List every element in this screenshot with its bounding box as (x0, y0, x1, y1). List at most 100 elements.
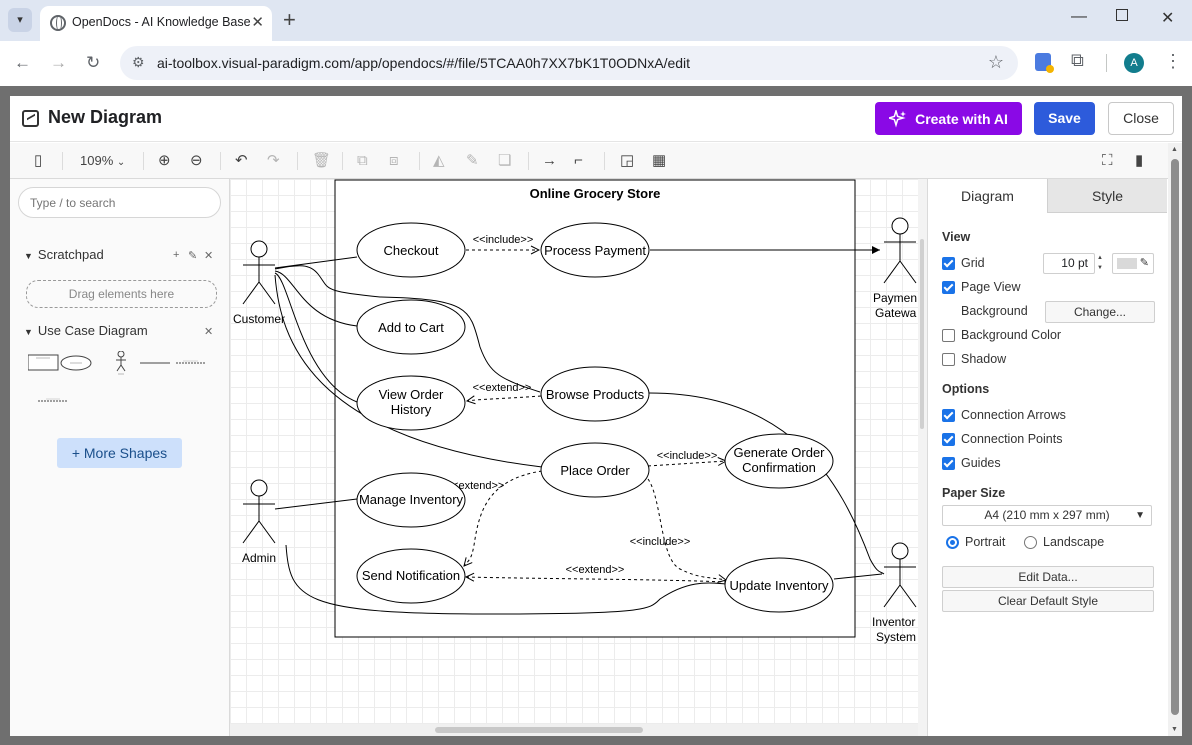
shape-search-input[interactable] (18, 187, 221, 218)
use-case-section-header[interactable]: ▼Use Case Diagram (24, 323, 148, 338)
actor-customer[interactable] (242, 240, 276, 305)
toggle-format-panel-icon[interactable]: ▮ (1135, 152, 1144, 169)
use-case-send-notification[interactable]: Send Notification (356, 548, 466, 604)
puzzle-icon[interactable]: ⧉ (1071, 50, 1084, 70)
new-tab-icon[interactable]: + (283, 7, 296, 32)
extend-shape[interactable] (38, 398, 68, 402)
include-shape[interactable] (176, 360, 206, 364)
grid-option[interactable]: Grid (942, 256, 985, 270)
extension-icon[interactable] (1035, 53, 1054, 73)
shapes-icon[interactable]: ◲ (620, 152, 635, 169)
reload-icon[interactable]: ↻ (86, 53, 101, 72)
bookmark-star-icon[interactable]: ☆ (987, 52, 1004, 72)
toggle-sidebar-icon[interactable]: ▯ (34, 152, 43, 169)
window-close-icon[interactable]: ✕ (1161, 10, 1175, 27)
table-icon[interactable]: ▦ (652, 152, 667, 169)
to-front-icon[interactable]: ⧉ (357, 152, 368, 169)
close-icon[interactable]: ✕ (204, 250, 214, 262)
diagram-canvas[interactable]: Online Grocery Store (230, 179, 918, 724)
shadow-checkbox[interactable] (942, 352, 955, 366)
grid-checkbox[interactable] (942, 256, 955, 270)
landscape-option[interactable]: Landscape (1024, 535, 1104, 549)
site-settings-icon[interactable]: ⚙ (132, 54, 145, 70)
actor-inventory-system[interactable] (883, 542, 917, 608)
grid-size-input[interactable]: 10 pt (1043, 253, 1095, 274)
tab-diagram[interactable]: Diagram (928, 179, 1047, 213)
actor-shape[interactable] (116, 351, 126, 375)
use-case-checkout[interactable]: Checkout (356, 222, 466, 278)
association-admin-manage[interactable] (274, 498, 358, 510)
scroll-down-icon[interactable]: ▼ (1171, 726, 1178, 733)
to-back-icon[interactable]: ⧈ (389, 152, 399, 169)
edit-icon[interactable]: ✎ (188, 250, 198, 262)
create-with-ai-button[interactable]: Create with AI (875, 102, 1022, 135)
browser-tab[interactable]: OpenDocs - AI Knowledge Base ✕ (40, 6, 272, 41)
maximize-icon[interactable] (1116, 9, 1128, 21)
extend-place-notification[interactable] (464, 470, 543, 566)
system-boundary-shape[interactable] (28, 354, 59, 371)
page-view-option[interactable]: Page View (942, 280, 1021, 294)
use-case-browse-products[interactable]: Browse Products (540, 366, 650, 422)
back-icon[interactable]: ← (14, 53, 31, 72)
redo-icon[interactable]: ↷ (267, 152, 280, 169)
actor-payment-gateway[interactable] (883, 217, 917, 284)
save-button[interactable]: Save (1034, 102, 1095, 135)
scroll-up-icon[interactable]: ▲ (1171, 146, 1178, 153)
extend-update-notification[interactable] (466, 577, 728, 583)
association-admin-update[interactable] (285, 544, 728, 615)
landscape-radio[interactable] (1024, 535, 1037, 549)
shadow-icon[interactable]: ❏ (498, 152, 512, 169)
use-case-update-inventory[interactable]: Update Inventory (724, 557, 834, 613)
fill-color-icon[interactable]: ◭ (433, 152, 445, 169)
tab-close-icon[interactable]: ✕ (251, 14, 264, 31)
close-icon[interactable]: ✕ (204, 326, 214, 338)
association-customer-cart[interactable] (274, 270, 358, 327)
scrollbar-thumb[interactable] (1171, 159, 1179, 715)
portrait-option[interactable]: Portrait (946, 535, 1005, 549)
minimize-icon[interactable]: — (1071, 8, 1087, 25)
scrollbar-thumb[interactable] (920, 239, 924, 429)
undo-icon[interactable]: ↶ (235, 152, 248, 169)
tab-search-chevron-icon[interactable]: ▾ (8, 8, 32, 32)
background-color-checkbox[interactable] (942, 328, 955, 342)
association-update-inventory-system[interactable] (833, 573, 883, 580)
guides-checkbox[interactable] (942, 456, 955, 470)
use-case-shape[interactable] (60, 355, 92, 371)
more-shapes-button[interactable]: + More Shapes (57, 438, 182, 468)
paper-size-select[interactable]: A4 (210 mm x 297 mm) ▼ (942, 505, 1152, 526)
grid-size-stepper[interactable]: ▲▼ (1097, 255, 1103, 271)
include-place-generate[interactable] (647, 461, 726, 467)
use-case-generate-confirmation[interactable]: Generate Order Confirmation (724, 433, 834, 489)
canvas-horizontal-scrollbar[interactable] (230, 724, 918, 736)
use-case-place-order[interactable]: Place Order (540, 442, 650, 498)
use-case-view-order-history[interactable]: View Order History (356, 375, 466, 431)
background-color-option[interactable]: Background Color (942, 328, 1061, 342)
zoom-level[interactable]: 109% ⌄ (80, 152, 125, 172)
use-case-process-payment[interactable]: Process Payment (540, 222, 650, 278)
shadow-option[interactable]: Shadow (942, 352, 1006, 366)
use-case-manage-inventory[interactable]: Manage Inventory (356, 472, 466, 528)
more-menu-icon[interactable]: ⋮ (1164, 51, 1182, 71)
clear-default-style-button[interactable]: Clear Default Style (942, 590, 1154, 612)
page-view-checkbox[interactable] (942, 280, 955, 294)
connection-points-checkbox[interactable] (942, 432, 955, 446)
association-customer-history[interactable] (274, 272, 358, 403)
waypoints-icon[interactable]: ⌐ (574, 152, 583, 169)
delete-icon[interactable]: 🗑 (312, 152, 332, 169)
use-case-add-to-cart[interactable]: Add to Cart (356, 299, 466, 355)
zoom-in-icon[interactable]: ⊕ (158, 152, 171, 169)
change-background-button[interactable]: Change... (1045, 301, 1155, 323)
portrait-radio[interactable] (946, 535, 959, 549)
edit-data-button[interactable]: Edit Data... (942, 566, 1154, 588)
association-customer-place-order[interactable] (274, 274, 543, 468)
connection-arrow-icon[interactable]: → (542, 152, 557, 169)
zoom-out-icon[interactable]: ⊖ (190, 152, 203, 169)
scratchpad-dropzone[interactable]: Drag elements here (26, 280, 217, 308)
editor-vertical-scrollbar[interactable]: ▲ ▼ (1168, 143, 1182, 736)
avatar[interactable]: A (1124, 53, 1144, 73)
grid-color-button[interactable]: ✎ (1112, 253, 1154, 274)
scrollbar-thumb[interactable] (435, 727, 643, 733)
scratchpad-header[interactable]: ▼Scratchpad (24, 247, 104, 262)
forward-icon[interactable]: → (50, 53, 67, 72)
association-customer-browse[interactable] (274, 265, 541, 393)
